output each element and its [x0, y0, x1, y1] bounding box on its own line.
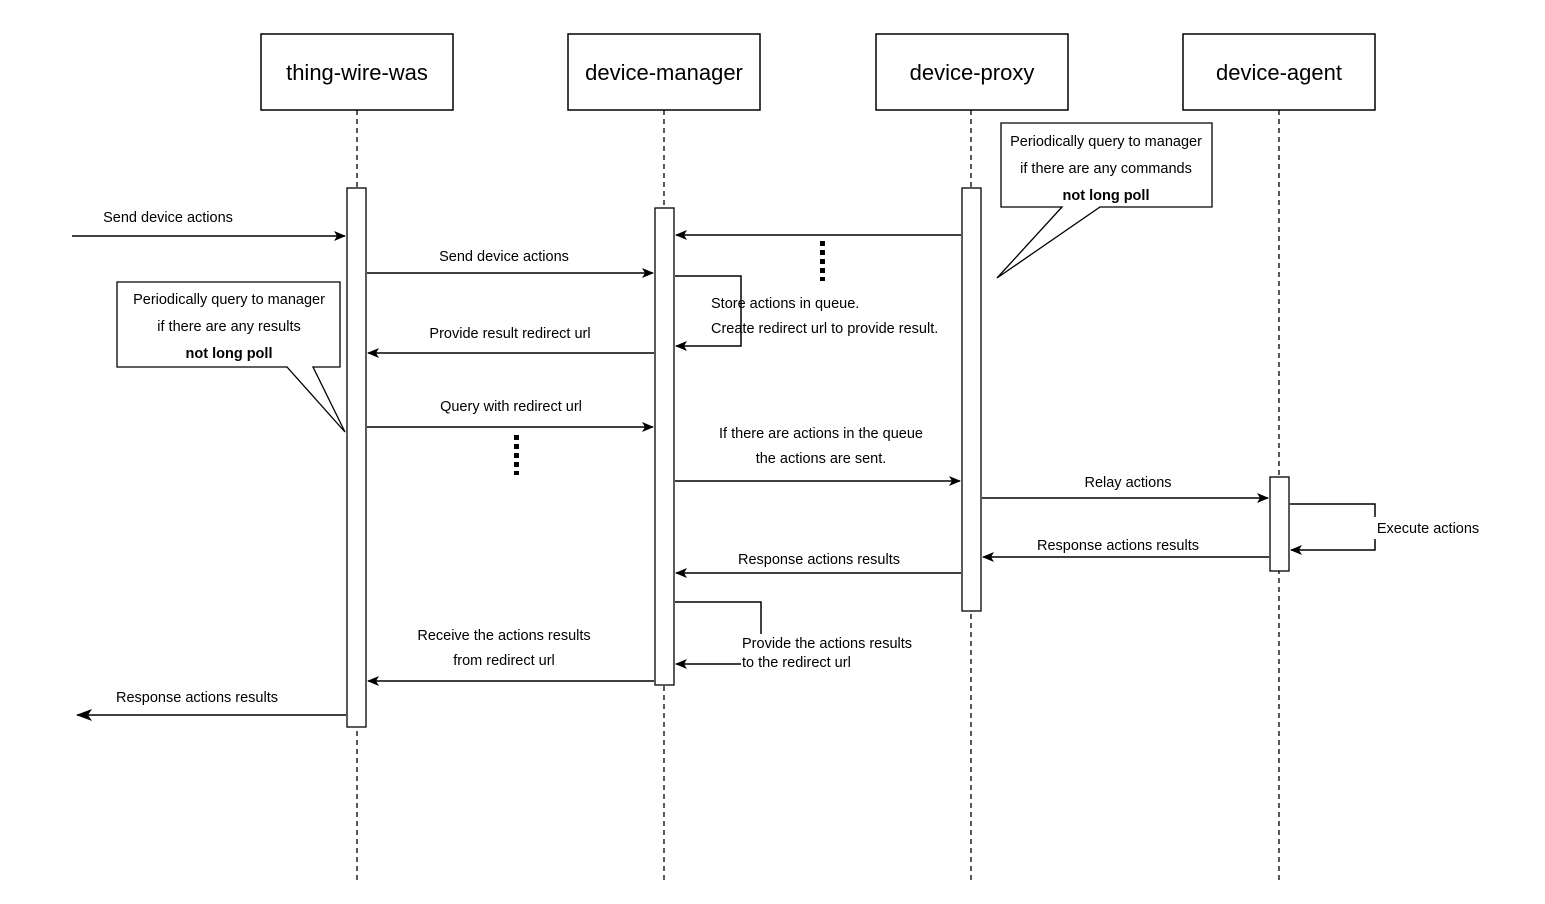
note-proxy-polling: Periodically query to manager if there a… [996, 122, 1213, 279]
participant-label: device-proxy [910, 60, 1035, 85]
message-label: Query with redirect url [440, 399, 582, 415]
participant-device-agent: device-agent [1182, 33, 1376, 111]
message-label: Response actions results [116, 690, 278, 706]
self-message-label: Store actions in queue. [711, 296, 859, 312]
message-provide-redirect-url: Provide result redirect url [367, 326, 654, 358]
message-label: If there are actions in the queue [719, 426, 923, 442]
note-text: Periodically query to manager [133, 292, 325, 308]
participant-device-manager: device-manager [567, 33, 761, 111]
message-relay-actions: Relay actions [982, 475, 1269, 503]
ellipsis-proxy-poll [820, 241, 825, 281]
message-query-redirect-url: Query with redirect url [367, 399, 654, 432]
participant-label: device-agent [1216, 60, 1342, 85]
note-text: if there are any commands [1020, 161, 1192, 177]
activation-bar-device-proxy [961, 187, 982, 612]
self-message-label: to the redirect url [742, 655, 851, 671]
note-text-bold: not long poll [186, 346, 273, 362]
activation-bar-device-manager [654, 207, 675, 686]
message-label: Provide result redirect url [429, 326, 590, 342]
note-text-bold: not long poll [1063, 188, 1150, 204]
note-text: Periodically query to manager [1010, 134, 1202, 150]
message-send-device-actions-in: Send device actions [72, 210, 346, 241]
self-message-label: Provide the actions results [742, 636, 912, 652]
self-message-label: Create redirect url to provide result. [711, 321, 938, 337]
message-actions-sent: If there are actions in the queue the ac… [675, 426, 961, 486]
self-message-execute-actions: Execute actions [1290, 503, 1487, 555]
message-label: Send device actions [103, 210, 233, 226]
participant-label: device-manager [585, 60, 743, 85]
self-message-provide-results: Provide the actions results to the redir… [675, 601, 927, 672]
activation-bar-device-agent [1269, 476, 1290, 572]
message-label: Response actions results [738, 552, 900, 568]
note-text: if there are any results [157, 319, 300, 335]
message-response-agent-to-proxy: Response actions results [982, 538, 1269, 562]
ellipsis-query [514, 435, 519, 475]
activation-bar-thing-wire-was [346, 187, 367, 728]
participant-device-proxy: device-proxy [875, 33, 1069, 111]
message-receive-results: Receive the actions results from redirec… [367, 628, 654, 686]
message-label: Send device actions [439, 249, 569, 265]
note-was-polling: Periodically query to manager if there a… [116, 281, 346, 433]
message-send-device-actions: Send device actions [367, 249, 654, 278]
participant-label: thing-wire-was [286, 60, 428, 85]
message-label: Response actions results [1037, 538, 1199, 554]
message-label: the actions are sent. [756, 451, 887, 467]
self-message-store-actions: Store actions in queue. Create redirect … [675, 275, 938, 351]
message-response-out: Response actions results [76, 690, 346, 721]
message-label: from redirect url [453, 653, 555, 669]
message-response-proxy-to-manager: Response actions results [675, 552, 961, 578]
message-label: Receive the actions results [417, 628, 590, 644]
self-message-label: Execute actions [1377, 521, 1479, 537]
message-label: Relay actions [1084, 475, 1171, 491]
participant-thing-wire-was: thing-wire-was [260, 33, 454, 111]
